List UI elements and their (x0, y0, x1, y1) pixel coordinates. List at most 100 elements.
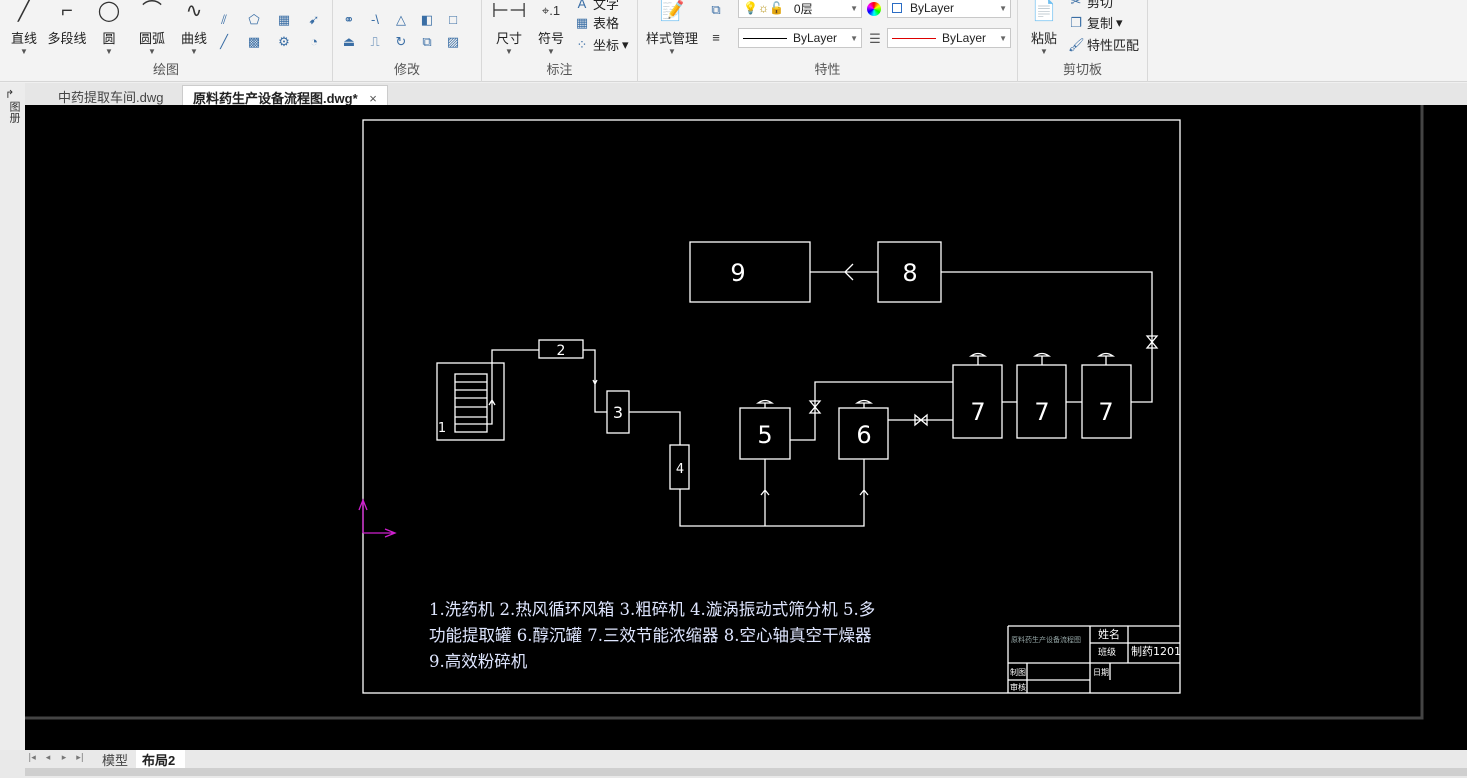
wipeout-icon[interactable]: ▩ (247, 34, 261, 49)
annotate-group-label: 标注 (546, 62, 573, 77)
color-wheel-icon[interactable] (867, 2, 881, 16)
lineweight-select[interactable]: ByLayer▼ (887, 28, 1011, 48)
circle-button[interactable]: ◯圆▼ (92, 0, 126, 56)
label-4: 4 (676, 462, 684, 477)
tab-layout2[interactable]: 布局2 (136, 750, 186, 769)
fill-icon[interactable]: ◔ (310, 34, 318, 49)
hatch-icon[interactable]: ⫽ (221, 12, 227, 27)
match-brush-icon: 🖌 (1068, 36, 1085, 52)
title-block: 原料药生产设备流程图 姓名 班级 制药1201 制图 日期 审核 (1007, 625, 1181, 693)
spline-icon: ∿ (185, 0, 203, 22)
arc-button[interactable]: ⌒圆弧▼ (132, 0, 172, 56)
table-grid-icon[interactable]: ▦ (277, 12, 291, 27)
equipment-2-box (538, 339, 584, 359)
text-icon: A (577, 0, 587, 11)
valve-icon (808, 400, 822, 414)
style-manager-button[interactable]: 📝样式管理▼ (645, 0, 698, 56)
match-properties-button[interactable]: 🖌特性匹配 (1068, 36, 1140, 54)
line-button[interactable]: ╱直线▼ (6, 0, 42, 56)
label-7b: 7 (1034, 398, 1049, 426)
paper-shadow (25, 105, 1424, 720)
copy-object-icon[interactable]: ⚭ (343, 12, 355, 27)
last-tab-icon[interactable]: ▸| (76, 753, 84, 763)
modify-group: ⚭-\△◧□ ⏏⎍↻⧉▨ 修改 (333, 0, 482, 82)
cut-button[interactable]: ✂剪切 (1068, 0, 1113, 11)
arc-icon: ⌒ (142, 0, 162, 22)
region-icon[interactable]: ⬠ (248, 12, 260, 27)
name-label: 姓名 (1098, 627, 1120, 641)
linetype-select[interactable]: ByLayer▼ (738, 28, 862, 48)
dimension-icon: ⊢⊣ (491, 0, 527, 22)
symbol-icon: ⌖.1 (541, 3, 561, 18)
gauge-icons (755, 352, 1116, 408)
legend-line: 9.高效粉碎机 (429, 652, 528, 671)
scale-icon[interactable]: ◧ (420, 12, 434, 27)
style-manager-icon: 📝 (659, 0, 685, 22)
tab-document-2[interactable]: 原料药生产设备流程图.dwg* × (182, 85, 388, 106)
next-tab-icon[interactable]: ▸ (61, 753, 67, 763)
layer-props-icon[interactable]: ⧉ (711, 2, 721, 17)
array-icon[interactable]: ⧉ (422, 34, 432, 49)
node-labels: 9 8 7 7 7 5 6 2 3 4 1 (438, 259, 1114, 477)
label-3: 3 (613, 403, 623, 422)
prev-tab-icon[interactable]: ◂ (45, 753, 51, 763)
paste-button[interactable]: 📄粘贴▼ (1026, 0, 1062, 56)
polyline-button[interactable]: ⌐多段线 (44, 0, 90, 47)
copy-button[interactable]: ❐复制 ▾ (1068, 13, 1122, 32)
clipboard-group: 📄粘贴▼ ✂剪切 ❐复制 ▾ 🖌特性匹配 剪切板 (1018, 0, 1148, 82)
curve-button[interactable]: ∿曲线▼ (174, 0, 214, 56)
label-9: 9 (730, 259, 745, 287)
valve-icon (1145, 335, 1159, 349)
coord-button[interactable]: ⁘坐标 ▾ (574, 35, 629, 54)
layer-select[interactable]: 💡☼🔓0层▼ (738, 0, 862, 18)
edit-hatch-icon[interactable]: ▨ (446, 34, 460, 49)
circle-icon: ◯ (97, 0, 121, 22)
coordinate-icon: ⁘ (576, 36, 588, 52)
table-button[interactable]: ▦表格 (575, 14, 620, 32)
break-icon[interactable]: ⎍ (370, 34, 380, 49)
label-7c: 7 (1098, 398, 1113, 426)
equipment-legend: 1.洗药机 2.热风循环风箱 3.粗碎机 4.漩涡振动式筛分机 5.多 功能提取… (429, 597, 1009, 675)
sheet-set-tab[interactable]: 图册 (8, 101, 20, 123)
drawn-label: 制图 (1010, 667, 1026, 677)
label-6: 6 (856, 421, 871, 449)
stretch-icon[interactable]: ⏏ (342, 34, 356, 49)
date-label: 日期 (1093, 668, 1109, 677)
rect-icon[interactable]: □ (449, 12, 457, 27)
table-icon: ▦ (575, 14, 589, 30)
lineweight-icon: ☰ (869, 31, 881, 46)
pipe-8-9 (810, 263, 1153, 403)
dimension-button[interactable]: ⊢⊣尺寸▼ (491, 0, 527, 56)
tab-model[interactable]: 模型 (102, 753, 129, 768)
color-select[interactable]: ByLayer▼ (887, 0, 1011, 18)
trim-icon[interactable]: -\ (371, 12, 379, 27)
ucs-icon (358, 498, 397, 538)
draw-group: ╱直线▼ ⌐多段线 ◯圆▼ ⌒圆弧▼ ∿曲线▼ ⫽⬠▦➹ ╱▩⚙◔ 绘图 (0, 0, 333, 82)
label-1: 1 (438, 421, 446, 436)
draw-small-tools: ⫽ ⬠ ▦ ➹ (216, 12, 326, 28)
label-2: 2 (557, 343, 566, 359)
pointer-icon[interactable]: ➹ (308, 12, 320, 27)
label-8: 8 (902, 259, 917, 287)
xline-icon[interactable]: ╱ (220, 34, 228, 49)
drawing-canvas[interactable]: 9 8 7 7 7 5 6 2 3 4 1 原料药生产设备流程图 姓名 班级 制… (25, 105, 1467, 750)
horizontal-scrollbar[interactable] (25, 768, 1467, 776)
line-icon: ╱ (17, 0, 31, 22)
class-value: 制药1201 (1131, 645, 1181, 658)
gear-icon[interactable]: ⚙ (278, 34, 290, 49)
tab-document-1[interactable]: 中药提取车间.dwg (58, 90, 164, 105)
properties-group: 📝样式管理▼ ⧉ ≡ 💡☼🔓0层▼ ByLayer▼ ByLayer▼ ☰ By… (638, 0, 1018, 82)
draw-small-tools-2: ╱ ▩ ⚙ ◔ (216, 34, 326, 50)
lineweight-menu-icon[interactable]: ≡ (712, 30, 720, 45)
panel-toggle-icon[interactable]: ↱ (5, 89, 15, 101)
rotate-icon[interactable]: ↻ (395, 34, 407, 49)
class-label: 班级 (1098, 646, 1116, 658)
legend-line: 1.洗药机 2.热风循环风箱 3.粗碎机 4.漩涡振动式筛分机 5.多 (429, 600, 876, 619)
first-tab-icon[interactable]: |◂ (28, 753, 36, 763)
copy-icon: ❐ (1070, 14, 1082, 30)
pipe-3-4 (629, 411, 681, 445)
mirror-icon[interactable]: △ (396, 12, 406, 27)
close-tab-icon[interactable]: × (369, 91, 377, 106)
